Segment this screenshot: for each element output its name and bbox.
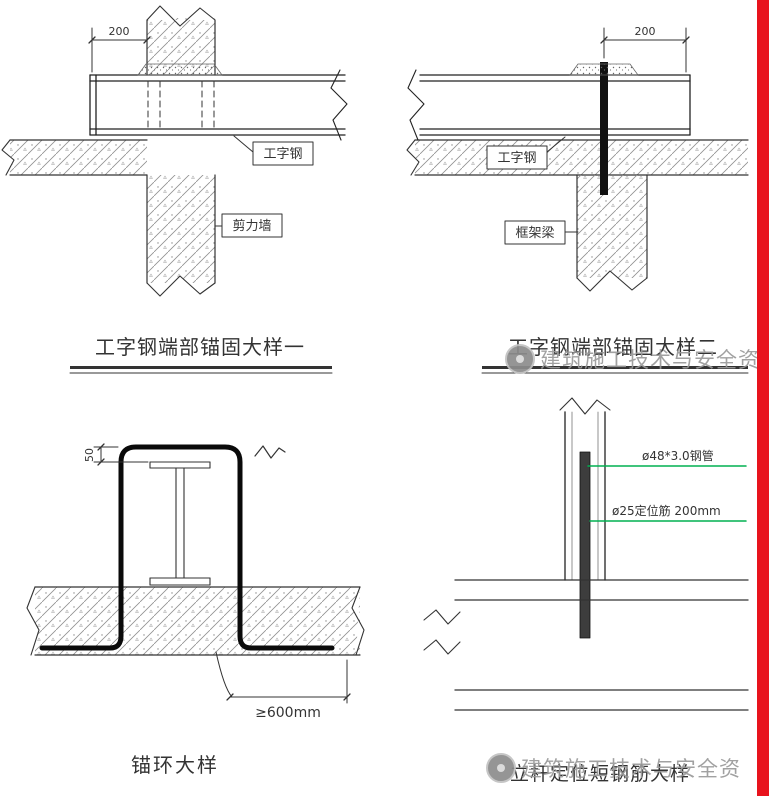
label-ibeam-tl-text: 工字钢	[263, 147, 302, 162]
label-rebar-text: ø25定位筋 200mm	[612, 503, 721, 518]
title-tr: 工字钢端部锚固大样二	[508, 335, 718, 359]
break-symbol-ring	[254, 445, 286, 459]
watermark-text: 建筑施工技术与安全资	[521, 757, 741, 781]
dimension-200-right	[600, 27, 690, 73]
anchor-slab	[26, 586, 365, 656]
dimension-600	[215, 651, 351, 704]
anchor-bar	[600, 62, 608, 195]
steel-ibeam	[89, 69, 348, 141]
scaffold-tube	[559, 397, 611, 581]
watermark-text: 建筑施工技术与安全资	[540, 348, 760, 372]
weld-zone	[569, 63, 639, 76]
label-pipe-text: ø48*3.0钢管	[642, 448, 714, 463]
label-ibeam-tr-text: 工字钢	[497, 151, 536, 166]
floor-slab-right	[406, 139, 749, 176]
title-tl: 工字钢端部锚固大样一	[95, 335, 305, 359]
watermark-logo-icon	[486, 753, 516, 783]
dimension-200-right-text: 200	[635, 25, 656, 38]
frame-beam	[576, 174, 648, 292]
steel-ibeam-right	[407, 69, 691, 141]
floor-slab-left	[1, 139, 148, 176]
detail-ibeam-anchorage-frame-beam: 200 工字钢 框架梁 工字钢端部锚固大样二	[406, 25, 749, 374]
title-br: 立杆定位短钢筋大样	[510, 763, 690, 785]
detail-ibeam-anchorage-shear-wall: 200 工字钢 剪力墙 工字钢端部锚固大样一	[1, 5, 348, 374]
watermark-logo-icon	[505, 344, 535, 374]
watermark-bottom: 建筑施工技术与安全资	[486, 753, 741, 783]
label-ibeam-tr: 工字钢	[486, 136, 566, 170]
shear-wall-lower	[146, 174, 216, 297]
title-tr-rule-thick	[482, 366, 748, 369]
red-accent-bar	[757, 0, 769, 796]
break-symbols-left	[423, 609, 461, 655]
label-frame-beam: 框架梁	[504, 220, 579, 245]
label-shear-wall: 剪力墙	[214, 213, 283, 238]
grout-zone	[137, 63, 223, 76]
ibeam-profile	[149, 461, 211, 586]
title-bl: 锚环大样	[131, 753, 219, 777]
dimension-600-text: ≥600mm	[255, 705, 321, 721]
dimension-200-left-text: 200	[109, 25, 130, 38]
positioning-rebar	[579, 451, 591, 639]
title-tl-rule-thick	[70, 366, 332, 369]
dimension-50-text: 50	[83, 448, 96, 462]
hidden-wall-edges	[147, 80, 215, 130]
formwork-plates	[454, 579, 749, 711]
watermark-top: 建筑施工技术与安全资	[505, 344, 760, 374]
dimension-50	[93, 443, 149, 466]
dimension-200-left	[88, 27, 151, 73]
label-shear-wall-text: 剪力墙	[232, 218, 271, 234]
detail-anchor-ring: 50 ≥600mm 锚环大样	[26, 443, 365, 777]
label-frame-beam-text: 框架梁	[515, 226, 554, 241]
detail-pole-positioning-rebar: ø48*3.0钢管 ø25定位筋 200mm 立杆定位短钢筋大样	[423, 397, 749, 785]
anchor-ring-bar	[39, 444, 335, 651]
label-ibeam-tl: 工字钢	[233, 135, 314, 166]
